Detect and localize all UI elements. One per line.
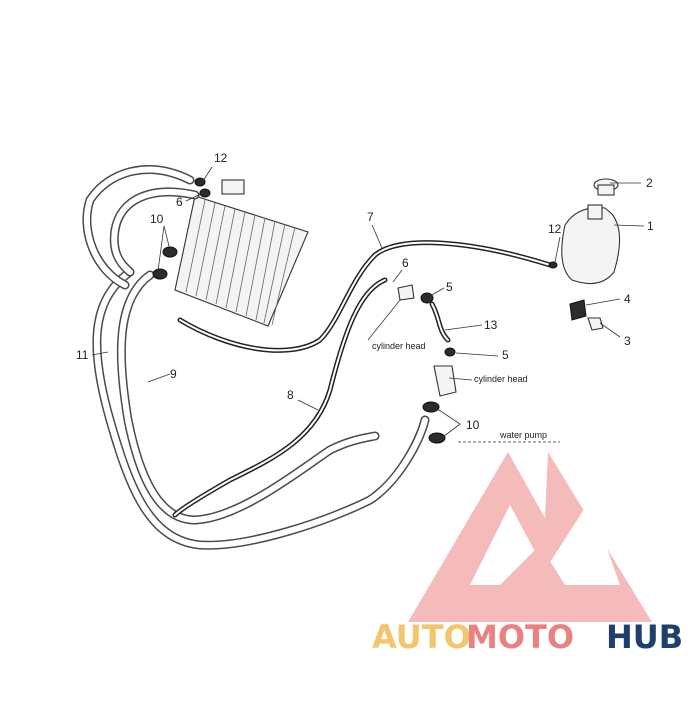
callout-6-left: 6 <box>176 195 183 209</box>
callout-10-upper: 10 <box>150 212 164 226</box>
callout-10-lower: 10 <box>466 418 480 432</box>
clamp-10-lower-b <box>428 432 446 444</box>
clamp-10-lower-a <box>422 401 440 413</box>
callout-5-lower: 5 <box>502 348 509 362</box>
note-water-pump: water pump <box>499 430 547 440</box>
callout-9: 9 <box>170 367 177 381</box>
callout-4: 4 <box>624 292 631 306</box>
t-fitting-6 <box>397 284 415 301</box>
callout-2: 2 <box>646 176 653 190</box>
clamp-6-left <box>199 188 211 198</box>
callout-5-upper: 5 <box>446 280 453 294</box>
logo-inner-cutout <box>470 500 620 585</box>
clamp-12-right <box>548 261 558 269</box>
clamp-5-upper <box>420 292 434 304</box>
tank-mount-screw <box>587 317 604 331</box>
cylinder-head-fitting <box>433 365 457 397</box>
watermark-wordmark: AUTO MOTO HUB <box>372 618 683 656</box>
fittings <box>152 177 558 444</box>
tank-filler-tab <box>587 204 603 220</box>
callout-1: 1 <box>647 219 654 233</box>
radiator-core <box>174 195 309 327</box>
expansion-tank <box>561 178 621 331</box>
clamp-5-lower <box>444 347 456 357</box>
leader-lines <box>91 166 645 443</box>
note-cylinder-head-2: cylinder head <box>474 374 528 384</box>
watermark-logo <box>408 452 652 622</box>
callout-labels: 12 6 10 11 9 8 7 6 5 13 5 10 2 1 12 4 3 … <box>76 151 654 440</box>
wordmark-auto: AUTO <box>372 618 471 656</box>
logo-inner-peak <box>500 545 565 585</box>
clamp-10-upper-b <box>152 268 168 280</box>
radiator <box>174 179 309 327</box>
clamp-12-left <box>194 177 206 187</box>
wordmark-hub: HUB <box>606 618 683 656</box>
tank-cap-neck <box>597 184 615 196</box>
note-cylinder-head-1: cylinder head <box>372 341 426 351</box>
thin-hoses <box>172 240 553 518</box>
callout-12-left: 12 <box>214 151 228 165</box>
callout-3: 3 <box>624 334 631 348</box>
wordmark-moto: MOTO <box>466 618 574 656</box>
hose-set <box>82 165 430 550</box>
callout-8: 8 <box>287 388 294 402</box>
radiator-bracket <box>221 179 245 195</box>
callout-7: 7 <box>367 210 374 224</box>
callout-13: 13 <box>484 318 498 332</box>
tank-mount-clip <box>569 299 587 321</box>
callout-6-right: 6 <box>402 256 409 270</box>
callout-11: 11 <box>76 348 89 362</box>
logo-mountain-shape <box>408 452 652 622</box>
callout-12-right: 12 <box>548 222 562 236</box>
clamp-10-upper-a <box>162 246 178 258</box>
